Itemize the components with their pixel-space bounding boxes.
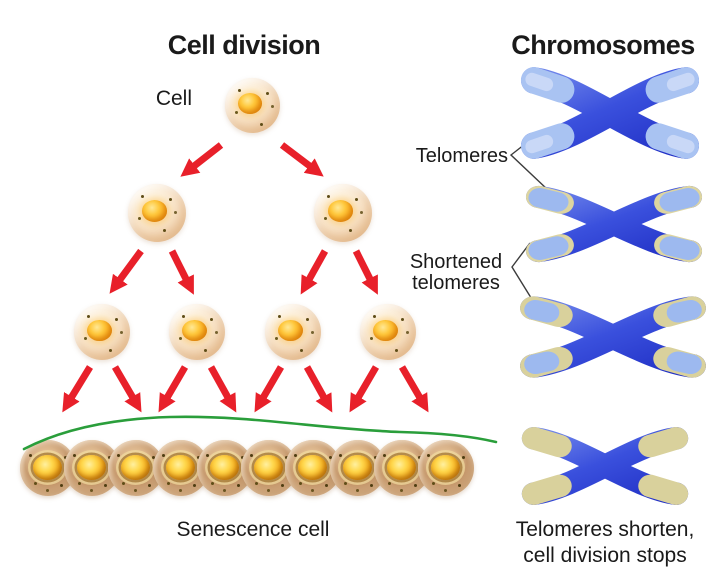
chromosome-4 — [521, 427, 689, 505]
division-arrow — [62, 365, 93, 413]
cell-gen1 — [225, 78, 280, 133]
cell-gen3-1 — [74, 304, 130, 360]
left-title: Cell division — [167, 30, 321, 60]
shortened-telomeres-line1: Shortened — [409, 251, 503, 273]
shortened-telomeres-line2: telomeres — [412, 272, 500, 294]
division-arrow — [111, 365, 142, 413]
telomere-highlight — [525, 72, 554, 92]
telomere-highlight — [666, 134, 695, 154]
cell-gen3-2 — [169, 304, 225, 360]
division-arrow — [398, 365, 429, 413]
telomere-tip — [666, 351, 702, 375]
division-arrow — [180, 142, 224, 177]
division-arrow — [207, 365, 237, 413]
chromosome-2 — [525, 185, 703, 263]
senescence-cell-10 — [418, 440, 474, 496]
division-arrow — [168, 249, 194, 295]
division-arrow — [279, 142, 324, 177]
division-arrow — [349, 365, 380, 413]
telomere-tip — [524, 299, 560, 323]
telomere-highlight — [525, 134, 554, 154]
right-title: Chromosomes — [511, 30, 695, 60]
cell-gen3-3 — [265, 304, 321, 360]
division-arrow — [109, 248, 144, 294]
division-arrow — [352, 249, 378, 295]
depleted-telomere-cap — [521, 474, 572, 505]
telomeres-label: Telomeres — [415, 145, 508, 167]
division-arrow — [300, 249, 329, 295]
depleted-telomere-cap — [638, 474, 689, 505]
depleted-telomere-cap — [521, 427, 572, 458]
senescence-caption: Senescence cell — [176, 518, 330, 541]
telomere-tip — [659, 236, 700, 260]
chromosome-1 — [520, 67, 700, 159]
division-arrow — [303, 365, 333, 413]
shortened-telomeres-label: Shortened telomeres — [404, 252, 508, 294]
cell-gen3-4 — [360, 304, 416, 360]
chromosome-caption-line1: Telomeres shorten, — [515, 518, 695, 541]
chromosome-3 — [520, 296, 706, 378]
division-arrow — [254, 365, 285, 413]
division-arrow — [158, 365, 189, 413]
chromosome-caption-line2: cell division stops — [523, 544, 687, 567]
cell-gen2-2 — [314, 184, 372, 242]
cell-label: Cell — [155, 87, 192, 110]
telomere-tip — [524, 351, 560, 375]
telomere-tip — [528, 188, 569, 212]
telomere-tip — [666, 299, 702, 323]
telomere-tip — [528, 236, 569, 260]
depleted-telomere-cap — [638, 427, 689, 458]
telomere-tip — [659, 188, 700, 212]
cell-gen2-1 — [128, 184, 186, 242]
telomere-highlight — [666, 72, 695, 92]
chromosome-caption: Telomeres shorten, cell division stops — [500, 517, 710, 569]
